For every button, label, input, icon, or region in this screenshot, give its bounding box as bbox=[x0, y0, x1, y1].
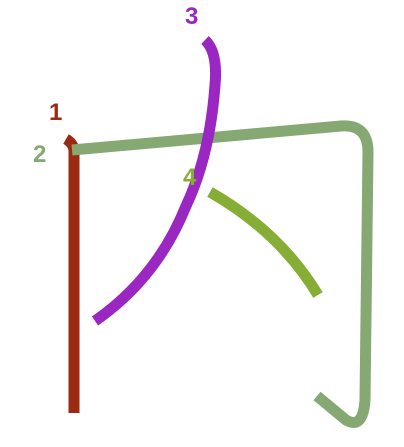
stroke-1-number: 1 bbox=[49, 99, 62, 126]
stroke-2-path bbox=[71, 120, 374, 428]
stroke-2-number: 2 bbox=[33, 141, 46, 168]
stroke-4-number: 4 bbox=[183, 164, 197, 191]
stroke-3-number: 3 bbox=[185, 3, 198, 30]
stroke-4-path bbox=[207, 187, 323, 298]
stroke-1-path bbox=[63, 134, 80, 413]
stroke-3-path bbox=[91, 35, 221, 326]
